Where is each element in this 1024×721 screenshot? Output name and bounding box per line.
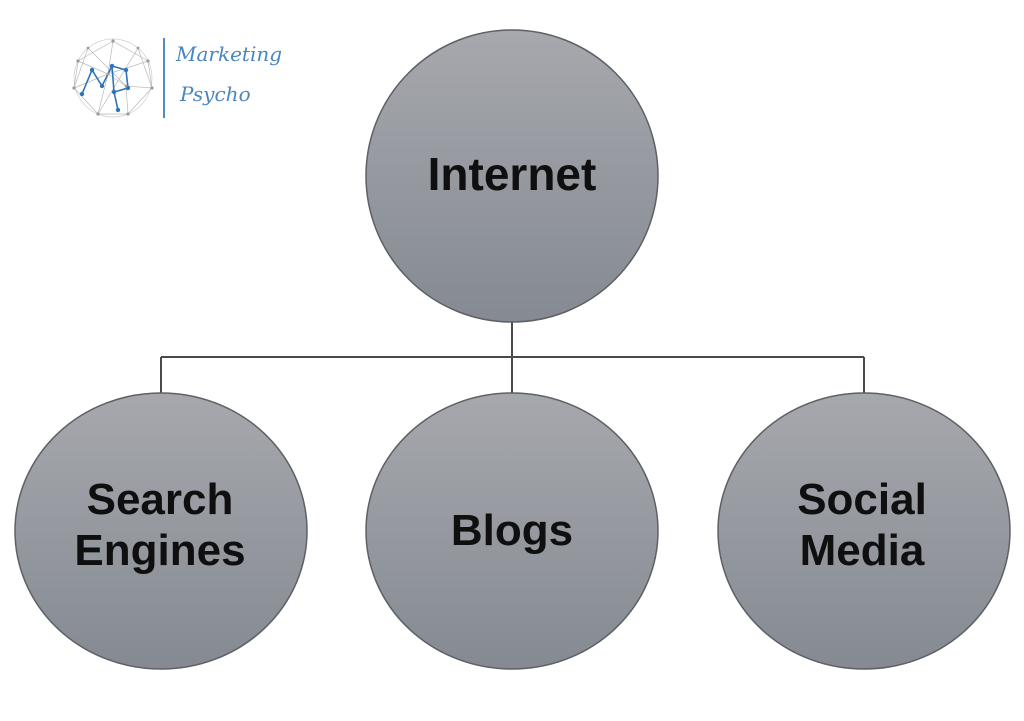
node-internet-text: Internet: [427, 148, 597, 200]
node-blogs-label: Blogs: [372, 505, 652, 556]
node-blogs-text: Blogs: [450, 506, 574, 555]
node-social-media: [717, 392, 1011, 670]
logo-text-psycho: Psycho: [180, 82, 251, 106]
node-search-engines-line-2: Engines: [74, 526, 246, 576]
connectors: [160, 322, 865, 393]
node-internet: [365, 29, 659, 323]
node-search-engines: [14, 392, 308, 670]
logo-text-marketing: Marketing: [176, 42, 283, 66]
brand-logo: Marketing Psycho: [68, 36, 298, 122]
node-social-media-line-1: Social: [797, 475, 927, 524]
logo-divider: [163, 38, 165, 118]
node-social-media-line-2: Media: [799, 526, 925, 576]
node-search-engines-label: Search Engines: [20, 474, 300, 576]
node-search-engines-line-1: Search: [86, 475, 234, 524]
node-social-media-label: Social Media: [722, 474, 1002, 576]
network-sphere-icon: [72, 38, 154, 118]
node-blogs: [365, 392, 659, 670]
node-internet-label: Internet: [372, 148, 652, 201]
